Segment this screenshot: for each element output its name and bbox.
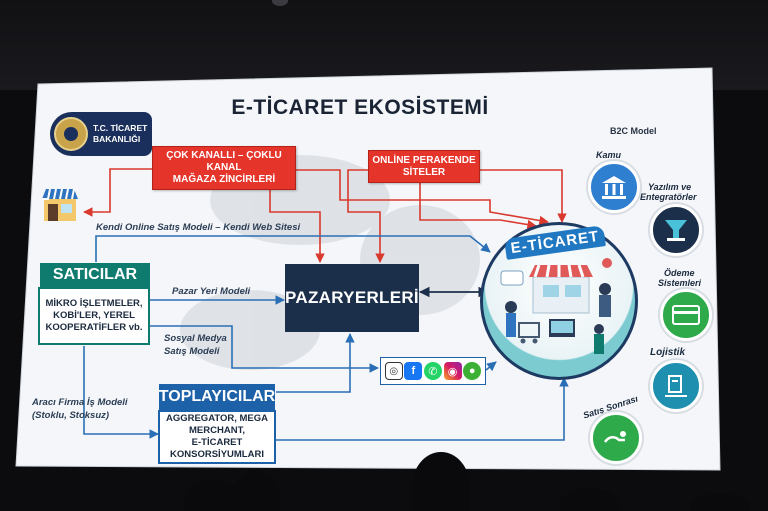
arrow-social-to-hub: [485, 361, 497, 372]
storefront-icon: [42, 188, 78, 221]
arrow-multichannel-to-hub: [296, 169, 549, 226]
ministry-logo: T.C. TİCARET BAKANLIĞI: [50, 112, 152, 156]
audience-head: [184, 480, 244, 511]
government-icon: [588, 161, 640, 213]
globe-icon: ◎: [384, 362, 403, 380]
arrow-aggregators-to-hub: [276, 377, 569, 441]
audience-head: [690, 494, 750, 511]
software-integrators-icon: [650, 204, 702, 256]
label-payment-line2: Sistemleri: [658, 278, 702, 288]
arrow-multichannel-to-marketplace: [269, 190, 325, 263]
facebook-icon: f: [404, 362, 423, 380]
arrow-sellers-to-aggregators: [83, 346, 159, 439]
b2c-model-label: B2C Model: [610, 126, 657, 136]
arrow-online-retail-to-hub: [478, 169, 567, 223]
label-software-line1: Yazılım ve: [648, 182, 692, 192]
audience-head: [560, 488, 620, 511]
label-logistics: Lojistik: [650, 347, 686, 358]
ecommerce-illustration: [500, 258, 612, 354]
logo-line1: T.C. TİCARET: [93, 123, 148, 133]
multichannel-line2: KANAL: [206, 162, 242, 173]
payment-systems-icon: [660, 289, 712, 341]
label-software-line2: Entegratörler: [640, 192, 697, 202]
social-media-icons: ◎ f ✆ ◉ ●: [380, 357, 486, 385]
aggregators-line3: E-TİCARET: [191, 437, 243, 448]
sellers-line2: KOBİ'LER, YEREL: [53, 310, 135, 321]
aggregators-line4: KONSORSİYUMLARI: [170, 449, 264, 460]
multichannel-chain-stores-box: ÇOK KANALLI – ÇOKLU KANAL MAĞAZA ZİNCİRL…: [152, 146, 296, 190]
logo-line2: BAKANLIĞI: [93, 134, 141, 144]
ministry-seal-icon: [54, 117, 88, 151]
wechat-icon: ●: [463, 362, 482, 380]
sellers-header: SATICILAR: [40, 263, 150, 287]
aggregators-line2: MERCHANT,: [189, 425, 245, 436]
aggregators-body: AGGREGATOR, MEGA MERCHANT, E-TİCARET KON…: [158, 410, 276, 464]
arrow-aggregators-to-marketplace: [276, 333, 355, 393]
multichannel-line1: ÇOK KANALLI – ÇOKLU: [166, 150, 282, 161]
arrow-online-retail-to-marketplace: [347, 169, 385, 263]
ceiling-light: [272, 0, 288, 6]
multichannel-line3: MAĞAZA ZİNCİRLERİ: [172, 174, 276, 185]
label-social-model-line2: Satış Modeli: [164, 346, 220, 357]
label-payment-line1: Ödeme: [664, 268, 695, 278]
sellers-body: MİKRO İŞLETMELER, KOBİ'LER, YEREL KOOPER…: [38, 287, 150, 345]
online-retail-line1: ONLİNE PERAKENDE: [372, 154, 476, 166]
instagram-icon: ◉: [443, 362, 462, 380]
marketplaces-box: PAZARYERLERİ: [285, 264, 419, 332]
whatsapp-icon: ✆: [423, 362, 442, 380]
online-retail-line2: SİTELER: [402, 166, 446, 178]
aggregators-header: TOPLAYICILAR: [159, 384, 275, 410]
label-marketplace-model: Pazar Yeri Modeli: [172, 286, 251, 297]
arrow-sellers-to-social: [150, 325, 379, 373]
label-own-site-model: Kendi Online Satış Modeli – Kendi Web Si…: [96, 222, 301, 233]
label-intermediary-line2: (Stoklu, Stoksuz): [32, 410, 110, 421]
online-retail-sites-box: ONLİNE PERAKENDE SİTELER: [368, 150, 480, 183]
label-kamu: Kamu: [596, 150, 622, 160]
sellers-line1: MİKRO İŞLETMELER,: [45, 298, 143, 309]
arrow-multichannel-to-store: [83, 168, 152, 217]
aggregators-line1: AGGREGATOR, MEGA: [165, 413, 269, 424]
logistics-icon: [650, 360, 702, 412]
slide-title: E-TİCARET EKOSİSTEMİ: [231, 96, 489, 119]
after-sales-icon: [590, 412, 642, 464]
label-social-model-line1: Sosyal Medya: [164, 333, 227, 344]
arrow-online-retail-to-hub-2: [419, 183, 537, 230]
sellers-line3: KOOPERATİFLER vb.: [45, 322, 143, 333]
audience-head: [412, 452, 470, 511]
arrow-own-site-to-hub: [95, 235, 491, 262]
label-intermediary-line1: Aracı Firma İş Modeli: [32, 397, 128, 408]
